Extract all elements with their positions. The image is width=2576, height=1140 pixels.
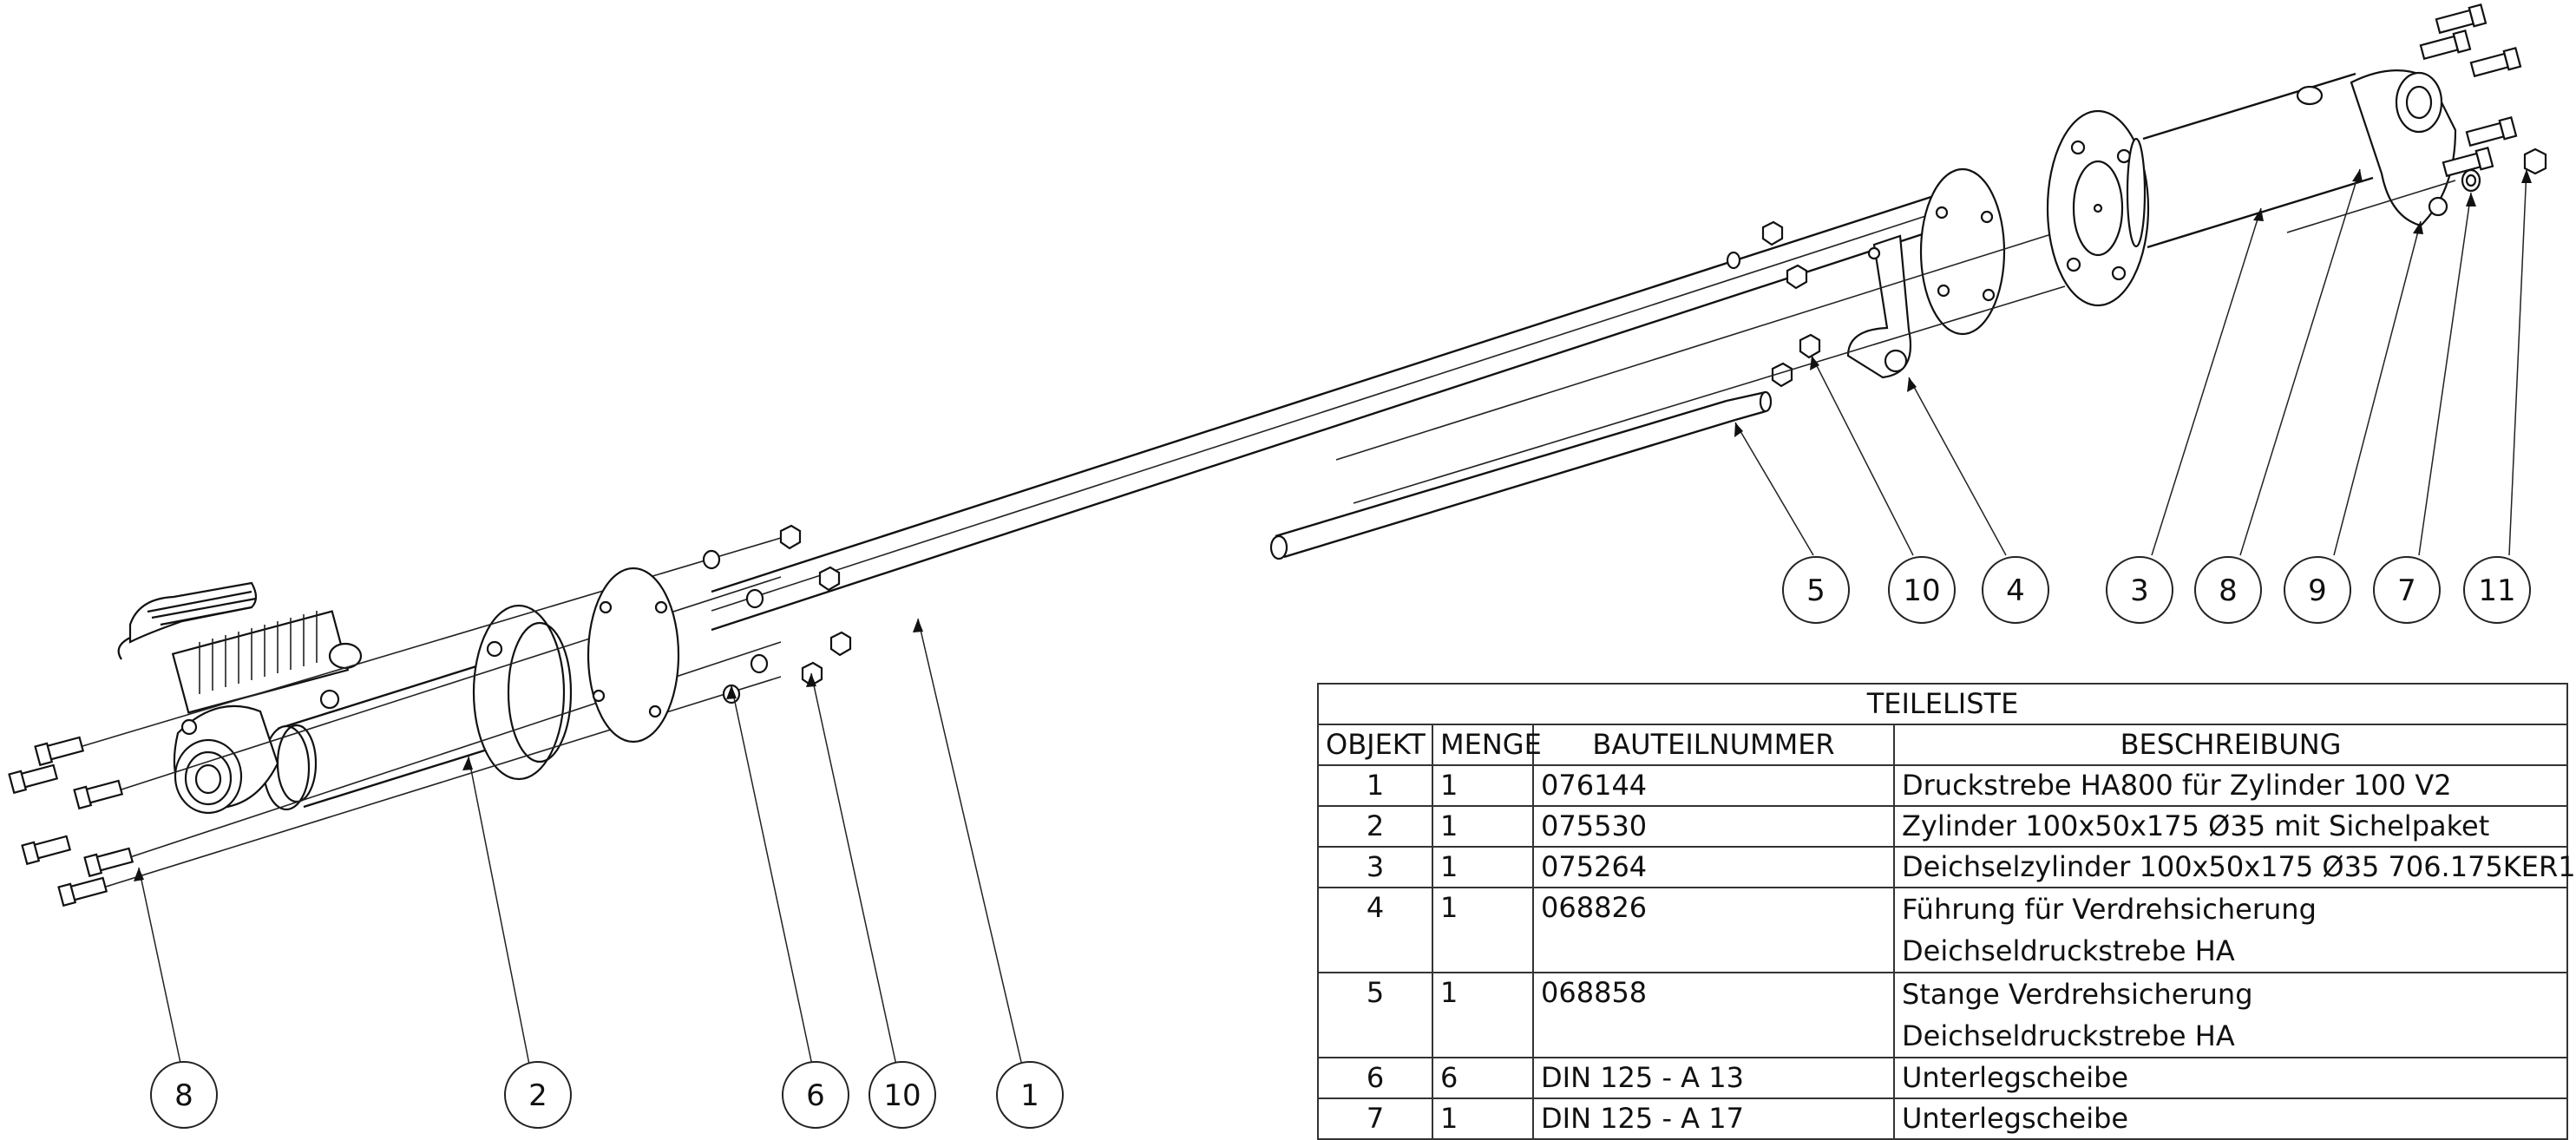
balloon-label: 5 (1806, 573, 1825, 608)
cell-beschreibung: Zylinder 100x50x175 Ø35 mit Sichelpaket (1892, 805, 2569, 848)
balloon-label: 3 (2130, 573, 2149, 608)
column-header-objekt: OBJEKT (1317, 724, 1433, 766)
cell-menge: 1 (1432, 1097, 1534, 1140)
balloon-3: 3 (2106, 556, 2173, 624)
balloon-9: 9 (2284, 556, 2351, 624)
description-line: Deichselzylinder 100x50x175 Ø35 706.175K… (1902, 850, 2576, 883)
parts-list-title-row: TEILELISTE (1316, 683, 2569, 725)
cell-menge: 1 (1432, 887, 1534, 973)
sickle-package (117, 581, 350, 714)
right-nuts (1335, 220, 2066, 504)
balloon-label: 1 (1020, 1078, 1039, 1113)
column-header-bauteilnummer: BAUTEILNUMMER (1532, 724, 1895, 766)
balloon-11: 11 (2463, 556, 2531, 624)
strut-tube (711, 193, 1944, 632)
cell-objekt: 6 (1317, 1057, 1433, 1099)
cell-objekt: 3 (1317, 846, 1433, 888)
description-line: Stange Verdrehsicherung (1902, 978, 2253, 1011)
balloon-label: 11 (2478, 573, 2515, 608)
parts-list-title: TEILELISTE (1316, 683, 2569, 725)
balloon-10-left: 10 (868, 1061, 936, 1129)
cell-beschreibung: Deichselzylinder 100x50x175 Ø35 706.175K… (1892, 846, 2576, 888)
cell-menge: 1 (1432, 805, 1534, 848)
cell-bauteilnummer: DIN 125 - A 17 (1532, 1097, 1895, 1140)
guide-bracket (1846, 234, 1912, 379)
balloon-label: 10 (1903, 573, 1940, 608)
right-flange-small (1919, 167, 2006, 336)
cell-bauteilnummer: DIN 125 - A 13 (1532, 1057, 1895, 1099)
balloon-2: 2 (504, 1061, 572, 1129)
balloon-1: 1 (996, 1061, 1064, 1129)
cell-bauteilnummer: 076144 (1532, 764, 1895, 807)
cell-menge: 1 (1432, 846, 1534, 888)
left-flange (587, 524, 852, 744)
balloon-label: 6 (806, 1078, 825, 1113)
description-line: Druckstrebe HA800 für Zylinder 100 V2 (1902, 769, 2452, 802)
column-header-menge: MENGE (1432, 724, 1542, 766)
balloon-label: 8 (2219, 573, 2238, 608)
balloon-6: 6 (782, 1061, 849, 1129)
description-line: Unterlegscheibe (1902, 1102, 2129, 1135)
cell-beschreibung: Unterlegscheibe (1892, 1057, 2569, 1099)
cell-objekt: 4 (1317, 887, 1433, 973)
balloon-label: 8 (174, 1078, 193, 1113)
parts-list-header-row: OBJEKT MENGE BAUTEILNUMMER BESCHREIBUNG (1317, 724, 2569, 766)
rod (1269, 390, 1773, 560)
left-bolts (8, 537, 782, 907)
description-line: Unterlegscheibe (1902, 1061, 2129, 1094)
leader-arrows (134, 169, 2532, 881)
column-header-beschreibung: BESCHREIBUNG (1892, 724, 2569, 766)
cell-bauteilnummer: 075530 (1532, 805, 1895, 848)
balloon-8-left: 8 (150, 1061, 218, 1129)
description-line: Zylinder 100x50x175 Ø35 mit Sichelpaket (1902, 809, 2490, 842)
parts-list-table: TEILELISTE OBJEKT MENGE BAUTEILNUMMER BE… (1316, 683, 2576, 1140)
cell-objekt: 2 (1317, 805, 1433, 848)
cell-objekt: 7 (1317, 1097, 1433, 1140)
description-line: Deichseldruckstrebe HA (1902, 1019, 2235, 1052)
cell-bauteilnummer: 075264 (1532, 846, 1895, 888)
cell-beschreibung: Unterlegscheibe (1892, 1097, 2569, 1140)
cell-bauteilnummer: 068826 (1532, 887, 1895, 973)
balloon-10-right: 10 (1888, 556, 1956, 624)
leader-lines (138, 168, 2527, 1080)
balloon-4: 4 (1982, 556, 2049, 624)
balloon-label: 10 (883, 1078, 921, 1113)
balloon-label: 7 (2397, 573, 2416, 608)
description-line: Führung für Verdrehsicherung (1902, 893, 2317, 926)
left-cylinder (117, 581, 573, 815)
cell-objekt: 5 (1317, 972, 1433, 1058)
cell-objekt: 1 (1317, 764, 1433, 807)
cell-beschreibung: Druckstrebe HA800 für Zylinder 100 V2 (1892, 764, 2569, 807)
cell-menge: 1 (1432, 764, 1534, 807)
description-line: Deichseldruckstrebe HA (1902, 934, 2235, 967)
right-cylinder (2046, 69, 2457, 307)
balloon-label: 9 (2308, 573, 2327, 608)
right-bolts (2286, 3, 2547, 233)
cell-menge: 6 (1432, 1057, 1534, 1099)
balloon-label: 4 (2006, 573, 2025, 608)
cell-menge: 1 (1432, 972, 1534, 1058)
cell-bauteilnummer: 068858 (1532, 972, 1895, 1058)
balloon-8-right: 8 (2194, 556, 2262, 624)
balloon-5: 5 (1782, 556, 1850, 624)
balloon-7: 7 (2373, 556, 2441, 624)
balloon-label: 2 (528, 1078, 547, 1113)
